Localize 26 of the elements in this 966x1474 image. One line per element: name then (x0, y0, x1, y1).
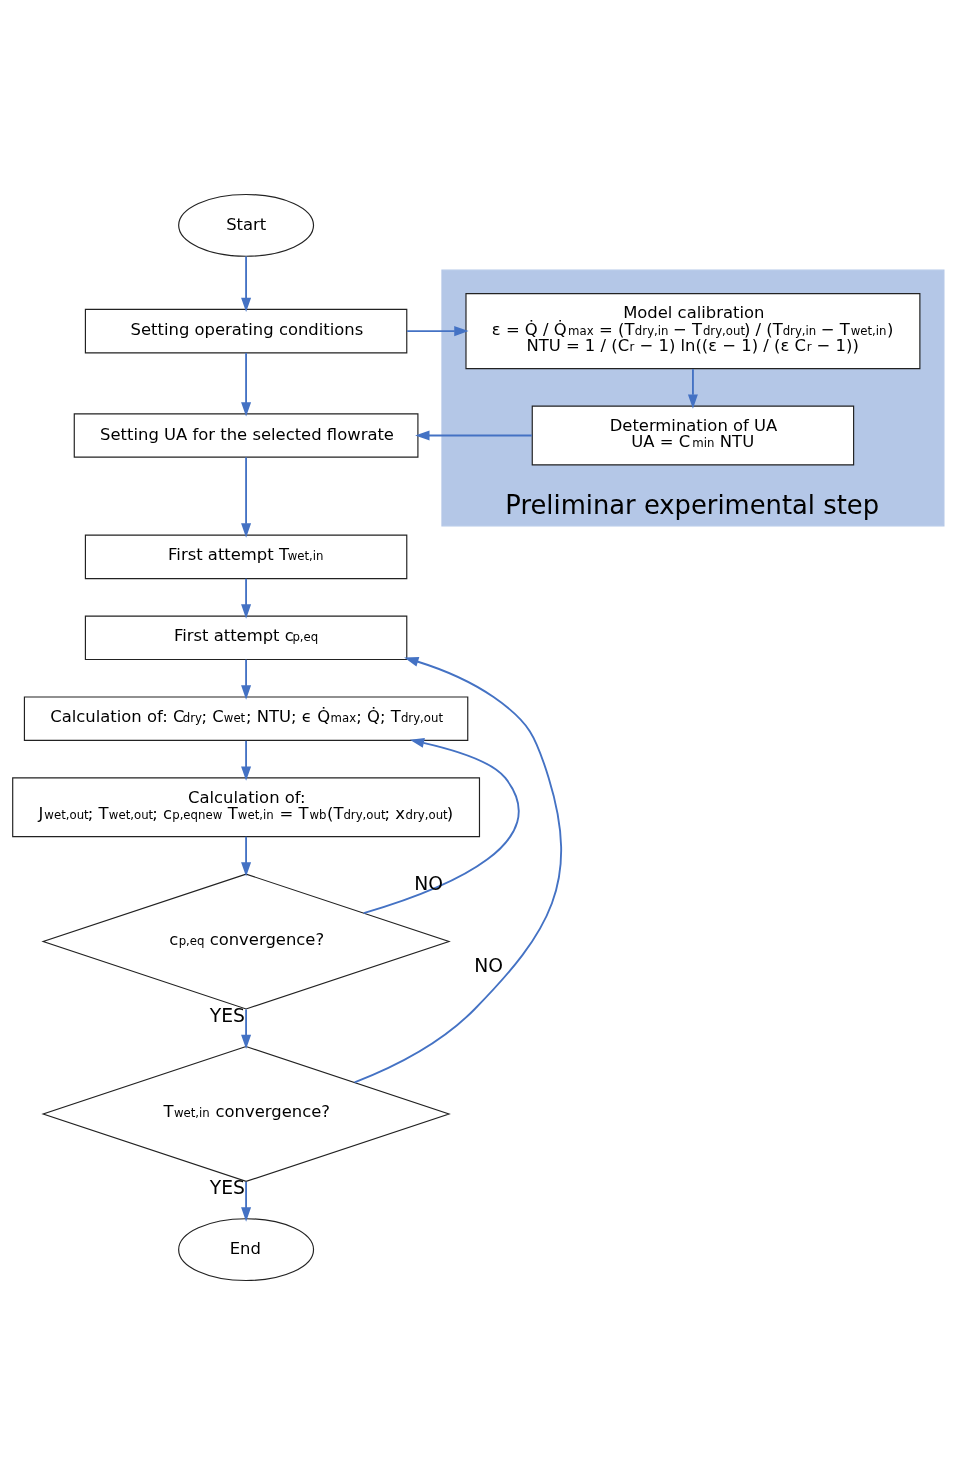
arrow (353, 656, 563, 1083)
arrow (241, 1008, 252, 1049)
node-ellipse: Start (178, 193, 315, 257)
arrow (241, 1180, 252, 1222)
arrow (687, 367, 698, 409)
edge-label: NO (474, 954, 503, 976)
edge-label: NO (414, 872, 444, 894)
arrow (406, 325, 469, 336)
node-box: Setting UA for the selected flowrate (73, 412, 419, 458)
arrow (241, 658, 252, 700)
arrow (241, 351, 252, 417)
node-box: Model calibration ε = Q̇ / Q̇max = (Tdry,in − Tdry,out) / (Tdry,in − Twet,in) NTU = 1 / (Cr − 1) ln((ε − 1) / (ε Cr − 1)) (465, 292, 921, 369)
arrow (241, 739, 252, 781)
node-box: Determination of UA UA = Cmin NTU (531, 405, 855, 465)
node-box: Setting operating conditions (84, 308, 408, 353)
arrow (362, 737, 520, 914)
node-box: Calculation of: Jwet,out; Twet,out; cp,eqnew Twet,in = Twb(Tdry,out; xdry,out) (12, 776, 481, 837)
node-box: Calculation of: Cdry; Cwet; NTU; ϵ Q̇max; Q̇; Tdry,out (23, 695, 469, 741)
arrow (415, 429, 533, 440)
node-ellipse: End (178, 1217, 315, 1281)
node-box: First attempt cp,eq (84, 615, 408, 660)
arrow (241, 255, 252, 312)
arrow (241, 835, 252, 876)
arrow (241, 455, 252, 538)
arrow (241, 577, 252, 619)
node-box: First attempt Twet,in (84, 534, 408, 579)
